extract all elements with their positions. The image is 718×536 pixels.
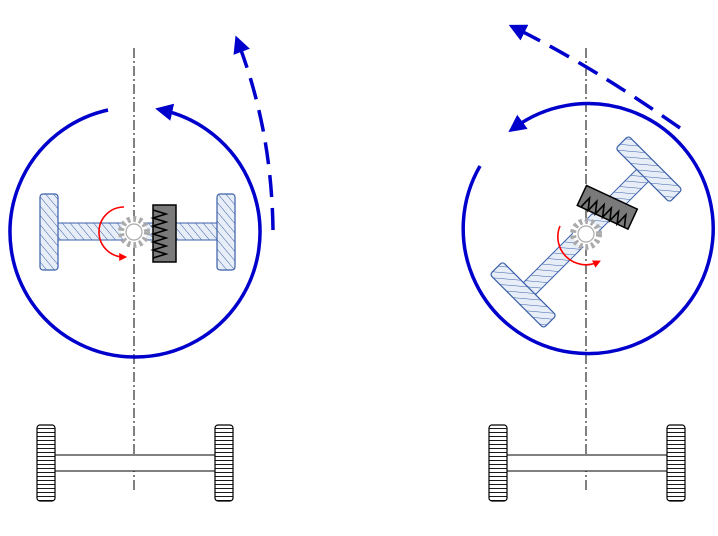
left-wheel-left: [39, 193, 59, 271]
left-rear-wheel-left: [36, 424, 56, 502]
left-pinion-gear-icon: [118, 216, 150, 248]
left-rear-axle: [36, 424, 234, 502]
left-turn-arrow-icon: [98, 206, 128, 261]
right-wheel-left: [490, 262, 556, 328]
right-rear-axle-shaft: [505, 454, 669, 472]
right-rack-icon: [576, 184, 639, 231]
right-rear-axle: [488, 424, 686, 502]
right-turn-arrow-icon: [557, 225, 601, 268]
right-pinion-gear-icon: [570, 218, 602, 250]
right-wheel-right: [616, 136, 682, 202]
left-wheel-right: [216, 193, 236, 271]
right-rotation-circle-icon: [461, 101, 715, 356]
left-rotation-circle-icon: [8, 103, 262, 359]
right-trajectory-arrow-icon: [508, 24, 682, 130]
left-panel: [8, 35, 275, 502]
left-rear-wheel-right: [214, 424, 234, 502]
right-rear-wheel-left: [488, 424, 508, 502]
left-trajectory-arrow-icon: [233, 35, 275, 231]
left-rack-icon: [150, 204, 177, 263]
right-rear-wheel-right: [666, 424, 686, 502]
left-rear-axle-shaft: [53, 454, 217, 472]
right-panel: [461, 24, 715, 502]
